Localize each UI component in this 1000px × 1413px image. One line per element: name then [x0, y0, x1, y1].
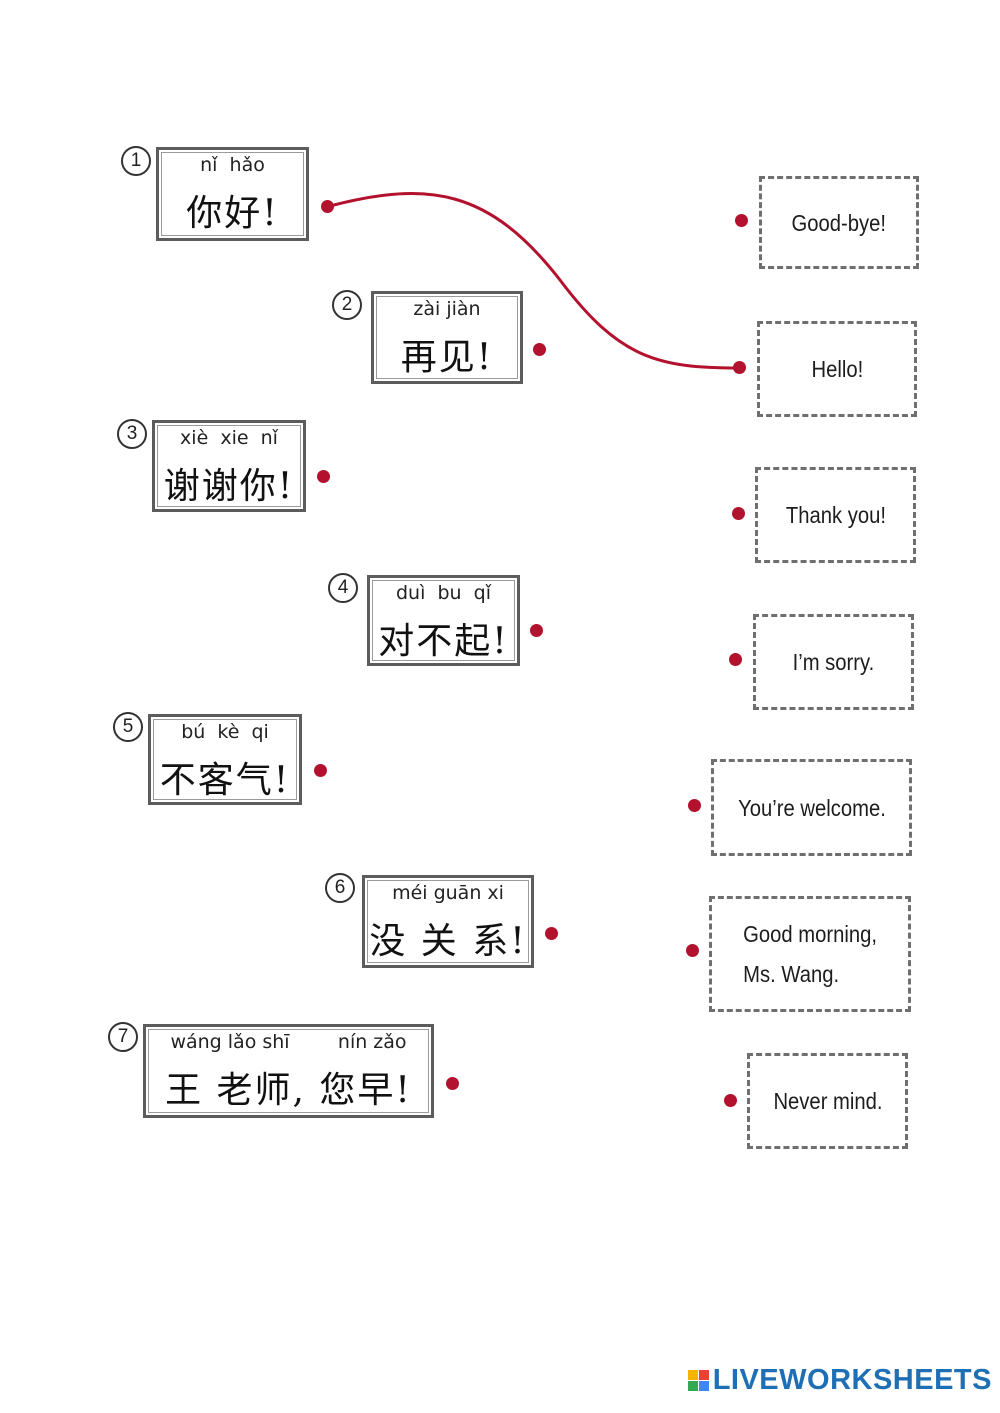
english-card-6: Good morning, Ms. Wang. — [709, 896, 911, 1012]
match-dot-english-5[interactable] — [688, 799, 701, 812]
english-text-6: Good morning, Ms. Wang. — [743, 914, 877, 994]
chinese-card-3: xiè xie nǐ 谢谢你! — [152, 420, 306, 512]
english-text-7: Never mind. — [772, 1088, 883, 1114]
match-dot-chinese-7[interactable] — [446, 1077, 459, 1090]
match-dot-chinese-5[interactable] — [314, 764, 327, 777]
pinyin-2: zài jiàn — [413, 298, 481, 320]
item-number-6: 6 — [325, 873, 355, 903]
logo-grid-icon — [687, 1370, 709, 1391]
english-card-5: You’re welcome. — [711, 759, 912, 856]
hanzi-6: 没 关 系! — [369, 921, 527, 962]
pinyin-6: méi guān xi — [392, 882, 504, 904]
chinese-card-5: bú kè qi 不客气! — [148, 714, 302, 805]
hanzi-4: 对不起! — [378, 621, 509, 662]
logo-text: LIVEWORKSHEETS — [712, 1364, 992, 1396]
item-number-1: 1 — [121, 146, 151, 176]
english-card-3: Thank you! — [755, 467, 916, 563]
pinyin-3: xiè xie nǐ — [180, 427, 278, 449]
english-text-1: Good-bye! — [791, 209, 887, 236]
english-card-7: Never mind. — [747, 1053, 908, 1149]
match-dot-english-2[interactable] — [733, 361, 746, 374]
match-dot-chinese-2[interactable] — [533, 343, 546, 356]
chinese-card-6: méi guān xi 没 关 系! — [362, 875, 534, 968]
item-number-5: 5 — [113, 712, 143, 742]
hanzi-2: 再见! — [400, 337, 494, 378]
english-text-3: Thank you! — [785, 502, 886, 528]
pinyin-7: wáng lǎo shī nín zǎo — [170, 1031, 407, 1053]
match-dot-english-4[interactable] — [729, 653, 742, 666]
match-dot-english-6[interactable] — [686, 944, 699, 957]
item-number-2: 2 — [332, 290, 362, 320]
item-number-7: 7 — [108, 1022, 138, 1052]
liveworksheets-logo: LIVEWORKSHEETS — [687, 1364, 992, 1397]
match-dot-english-3[interactable] — [732, 507, 745, 520]
item-number-4: 4 — [328, 573, 358, 603]
english-card-1: Good-bye! — [759, 176, 919, 269]
pinyin-5: bú kè qi — [181, 721, 269, 743]
english-text-5: You’re welcome. — [737, 794, 886, 821]
english-text-6-line2: Ms. Wang. — [743, 961, 840, 987]
pinyin-1: nǐ hǎo — [200, 154, 265, 176]
english-text-6-line1: Good morning, — [743, 921, 877, 947]
match-dot-chinese-1[interactable] — [321, 200, 334, 213]
match-dot-english-7[interactable] — [724, 1094, 737, 1107]
chinese-card-4: duì bu qǐ 对不起! — [367, 575, 520, 666]
chinese-card-2: zài jiàn 再见! — [371, 291, 523, 384]
item-number-3: 3 — [117, 419, 147, 449]
match-dot-english-1[interactable] — [735, 214, 748, 227]
english-card-2: Hello! — [757, 321, 917, 417]
hanzi-7: 王 老师, 您早! — [165, 1070, 412, 1111]
chinese-card-1: nǐ hǎo 你好! — [156, 147, 309, 241]
english-card-4: I’m sorry. — [753, 614, 914, 710]
match-dot-chinese-6[interactable] — [545, 927, 558, 940]
chinese-card-7: wáng lǎo shī nín zǎo 王 老师, 您早! — [143, 1024, 434, 1118]
hanzi-5: 不客气! — [159, 760, 291, 801]
hanzi-3: 谢谢你! — [163, 466, 295, 507]
match-dot-chinese-3[interactable] — [317, 470, 330, 483]
hanzi-1: 你好! — [186, 193, 279, 234]
english-text-2: Hello! — [811, 356, 863, 382]
match-dot-chinese-4[interactable] — [530, 624, 543, 637]
english-text-4: I’m sorry. — [792, 649, 875, 675]
pinyin-4: duì bu qǐ — [396, 582, 491, 604]
